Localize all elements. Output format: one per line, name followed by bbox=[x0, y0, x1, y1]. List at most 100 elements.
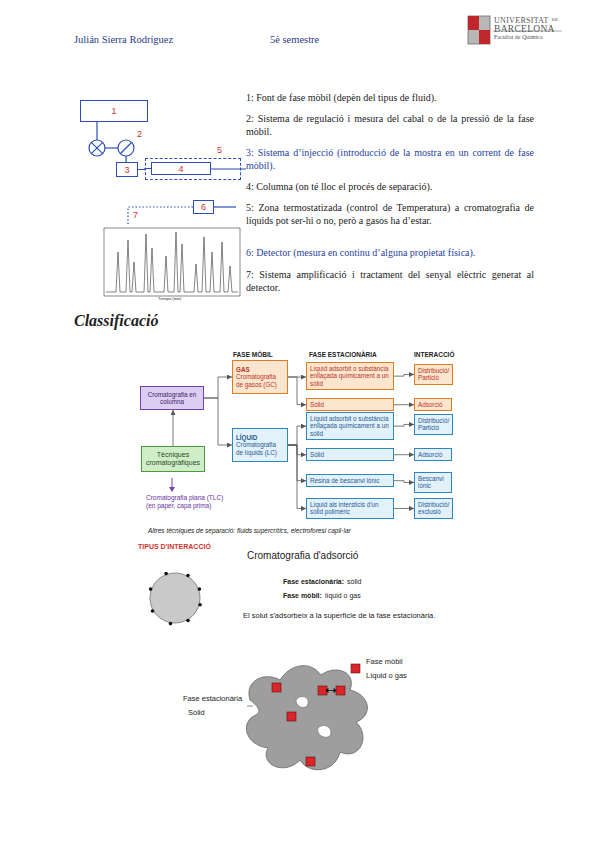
node-title: 6 bbox=[201, 202, 206, 212]
ub-logo bbox=[468, 16, 562, 44]
arrow-head bbox=[169, 487, 175, 492]
node-body: Cromatografia de líquids (LC) bbox=[236, 441, 284, 456]
stationary-phase-box: Sòlid bbox=[306, 448, 394, 461]
legend-item: 7: Sistema amplificació i tractament del… bbox=[246, 268, 534, 294]
field-value: sòlid bbox=[347, 578, 361, 586]
part-label: Fase mòbil bbox=[366, 657, 403, 666]
mobile-phase-box: LÍQUIDCromatografia de líquids (LC) bbox=[232, 428, 288, 462]
porous-solid bbox=[246, 664, 367, 770]
callout-number: 2 bbox=[137, 129, 142, 140]
part-label: Fase estacionària bbox=[183, 694, 242, 703]
node-title: 5 bbox=[217, 145, 222, 155]
signal-cable bbox=[128, 207, 193, 226]
instrument-schematic bbox=[89, 122, 246, 226]
arrow-line bbox=[328, 690, 334, 691]
interaction-box: Distribució/ Partició bbox=[414, 364, 453, 385]
logo-text: Facultat de Química bbox=[494, 34, 543, 41]
node-body: Cromatografia de gasos (GC) bbox=[236, 373, 284, 388]
node-title: Adsorció bbox=[418, 451, 443, 458]
solid-outline bbox=[246, 666, 367, 770]
connector bbox=[394, 454, 414, 455]
node-title: Adsorció bbox=[418, 401, 443, 408]
shield-quarter bbox=[479, 30, 490, 44]
interaction-box: Bescanvi iònic bbox=[414, 472, 452, 493]
connector bbox=[173, 410, 174, 446]
adsorbed-dot bbox=[169, 622, 173, 626]
description: El solut s'adsorbeix a la superfície de … bbox=[243, 611, 435, 620]
injector-box: 3 bbox=[116, 162, 138, 177]
connector bbox=[288, 426, 306, 445]
connector bbox=[204, 398, 232, 445]
solute bbox=[306, 757, 315, 766]
solute bbox=[351, 664, 360, 673]
connector bbox=[394, 374, 414, 376]
pipe bbox=[96, 122, 97, 140]
chromatogram bbox=[104, 228, 240, 296]
pore bbox=[296, 697, 308, 708]
interaction-box: Adsorció bbox=[414, 398, 452, 411]
pore bbox=[318, 726, 331, 738]
author: Julián Sierra Rodríguez bbox=[74, 34, 173, 47]
node-title: Bescanvi iònic bbox=[418, 475, 448, 490]
field-value: líquid o gas bbox=[325, 592, 361, 600]
gauge-symbol bbox=[118, 140, 134, 156]
legend-item: 6: Detector (mesura en continu d’alguna … bbox=[246, 246, 534, 259]
legend-item: 4: Columna (on té lloc el procés de sepa… bbox=[246, 180, 534, 193]
stationary-phase-box: Líquid adsorbit o substància enllaçada q… bbox=[306, 362, 394, 390]
adsorbed-dot bbox=[164, 572, 168, 576]
solute bbox=[336, 686, 345, 695]
part-label: Líquid o gas bbox=[366, 671, 407, 680]
technique-box: Tècniques cromatogràfiques bbox=[141, 446, 205, 472]
logo-text: BARCELONA bbox=[494, 24, 555, 35]
adsorbed-dot bbox=[149, 587, 153, 591]
section-heading: Classificació bbox=[74, 311, 158, 330]
shield bbox=[468, 16, 490, 44]
arrow-head bbox=[334, 689, 336, 693]
column-header: INTERACCIÓ bbox=[414, 351, 454, 359]
mobile-phase-box: GASCromatografia de gasos (GC) bbox=[232, 360, 288, 394]
node-title: 1 bbox=[111, 106, 116, 116]
adsorbed-dot bbox=[186, 574, 190, 578]
thermostat-zone: 54 bbox=[145, 158, 241, 180]
peaks bbox=[106, 232, 238, 292]
legend-item: 3: Sistema d’injecció (introducció de la… bbox=[246, 146, 534, 172]
adsorbed-dot bbox=[198, 603, 202, 607]
adsorbed-dot bbox=[186, 619, 190, 623]
solute-squares bbox=[272, 664, 360, 766]
column-box: 4 bbox=[151, 162, 211, 175]
connector bbox=[394, 424, 414, 426]
solute bbox=[272, 683, 281, 692]
node-title: Tècniques cromatogràfiques bbox=[145, 451, 201, 468]
valve-symbol bbox=[89, 140, 105, 156]
technique-box: Cromatografia en columna bbox=[140, 386, 204, 410]
stationary-phase-box: Sòlid bbox=[306, 398, 394, 411]
axis-label: Tiempo (min) bbox=[158, 297, 181, 302]
tlc-arrow bbox=[169, 478, 175, 492]
connector bbox=[394, 508, 414, 509]
node-title: GAS bbox=[236, 366, 250, 373]
node-title: Resina de bescanvi iònic bbox=[310, 477, 380, 484]
arrow-line bbox=[172, 478, 173, 488]
node-title: Líquid adsorbit o substància enllaçada q… bbox=[310, 415, 390, 437]
technique-note: Cromatografia plana (TLC) (en paper, cap… bbox=[146, 494, 226, 510]
column-header: FASE MÒBIL bbox=[233, 351, 273, 359]
plot-frame bbox=[104, 228, 240, 296]
stationary-phase-box: Líquid als intersticis d'un sòlid polimè… bbox=[306, 498, 394, 519]
caption: Altres tècniques de separació: fluids su… bbox=[148, 527, 351, 535]
leader-line bbox=[247, 706, 253, 707]
field-name: Fase estacionària: bbox=[283, 578, 344, 586]
interaction-box: Adsorció bbox=[414, 448, 452, 461]
signal-line bbox=[214, 206, 236, 207]
node-title: Líquid als intersticis d'un sòlid polimè… bbox=[310, 501, 390, 516]
callout-number: 7 bbox=[133, 210, 138, 221]
logo-text: DE bbox=[552, 17, 559, 23]
connector bbox=[204, 377, 232, 398]
pipe bbox=[105, 147, 118, 148]
exchange-arrow bbox=[326, 689, 336, 693]
solute bbox=[287, 712, 296, 721]
gauge-needle bbox=[121, 143, 132, 154]
legend-item: 5: Zona termostatizada (control de Tempe… bbox=[246, 201, 534, 227]
